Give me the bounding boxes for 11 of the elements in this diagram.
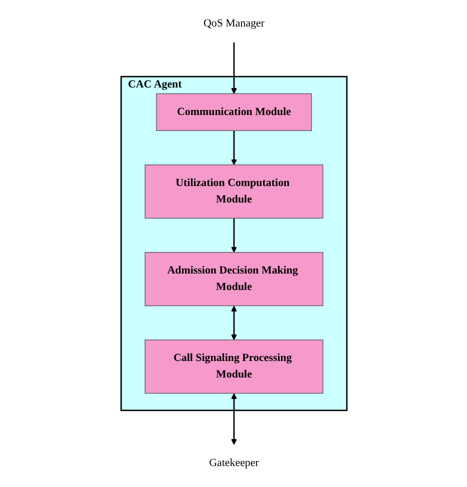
arrow [230,130,236,166]
arrow [230,42,236,94]
node-box: Call Signaling Processing Module [144,340,323,394]
arrow [230,306,236,340]
node-box: Communication Module [156,93,312,131]
node-text: Gatekeeper [208,456,258,469]
node-box: Utilization Computation Module [144,164,323,219]
node-box: Admission Decision Making Module [144,252,323,306]
node-text: QoS Manager [202,18,264,30]
arrow [230,218,236,253]
arrow [230,393,236,445]
